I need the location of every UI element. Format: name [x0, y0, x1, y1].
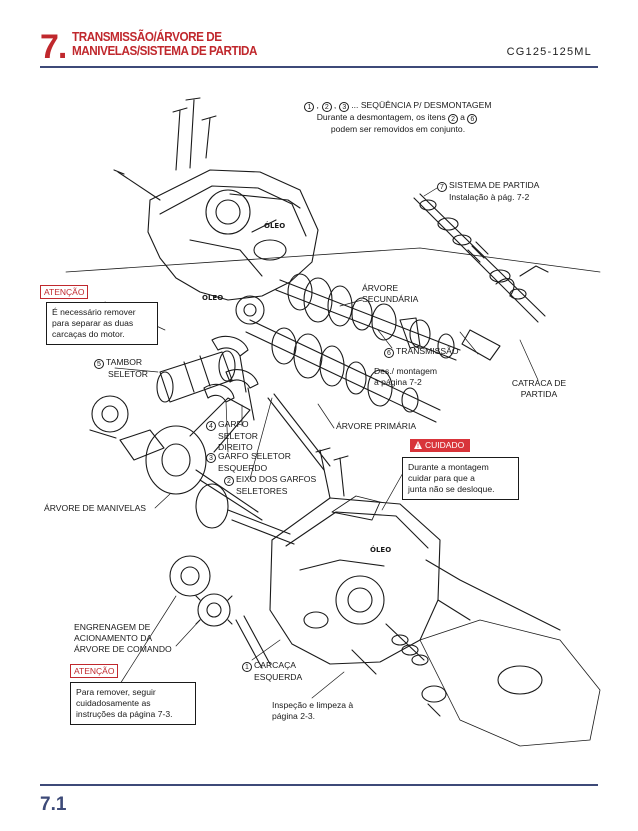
circled-6: 6 — [384, 348, 394, 358]
caution-box: Durante a montagem cuidar para que a jun… — [402, 457, 519, 500]
label-secondary-shaft: ÁRVORE SECUNDÁRIA — [362, 283, 418, 305]
ratchet-line1: CATRACA DE — [511, 378, 567, 388]
transmission-gears — [235, 273, 461, 423]
circled-2b: 2 — [224, 476, 234, 486]
warning-bottom-line1: Para remover, seguir — [76, 687, 156, 697]
fork-left-line1: GARFO SELETOR — [218, 451, 291, 461]
circled-5: 5 — [94, 359, 104, 369]
right-crankcase — [113, 97, 319, 301]
left-crankcase — [269, 447, 561, 665]
fork-shaft-line1: EIXO DOS GARFOS — [236, 474, 317, 484]
sequence-line3: podem ser removidos em conjunto. — [330, 124, 466, 134]
label-primary-shaft: ÁRVORE PRIMÁRIA — [336, 421, 417, 431]
drain-plug — [385, 623, 447, 717]
ratchet-line2: PARTIDA — [520, 389, 558, 399]
warning-triangle-icon — [414, 441, 422, 454]
circled-b: 6 — [467, 114, 478, 124]
circled-3b: 3 — [206, 453, 216, 463]
circled-7: 7 — [437, 182, 447, 192]
warning-tag-bottom: ATENÇÃO — [70, 664, 119, 678]
left-case-line1: CARCAÇA — [254, 660, 297, 670]
fork-right-line3: DIREITO — [218, 442, 253, 452]
sequence-heading: ... SEQÜÊNCIA P/ DESMONTAGEM — [351, 100, 492, 110]
bearing-lower — [169, 555, 211, 597]
warning-top-line3: carcaças do motor. — [52, 329, 125, 339]
oil-mark-3: ÓLEO — [370, 545, 391, 554]
warning-top-line2: para separar as duas — [52, 318, 134, 328]
caution-tag-text: CUIDADO — [425, 440, 465, 450]
warning-bottom-line2: cuidadosamente as — [76, 698, 151, 708]
warning-box-bottom: Para remover, seguir cuidadosamente as i… — [70, 682, 196, 725]
sequence-line2-mid: a — [460, 112, 465, 122]
drive-gear-line2: ACIONAMENTO DA — [74, 633, 153, 643]
caution-line2: cuidar para que a — [408, 473, 475, 483]
chapter-title: TRANSMISSÃO/ÁRVORE DE MANIVELAS/SISTEMA … — [72, 30, 257, 58]
cam-drive-gear — [195, 593, 233, 627]
fork-right-line2: SELETOR — [218, 431, 258, 441]
label-starter-ratchet: CATRACA DE PARTIDA — [504, 378, 574, 400]
label-crankshaft: ÁRVORE DE MANIVELAS — [44, 503, 147, 513]
transmission-text: TRANSMISSÃO — [396, 346, 459, 356]
circled-1: 1 — [304, 102, 315, 112]
footer-rule — [40, 784, 598, 786]
ratchet-piece — [399, 317, 421, 349]
left-case-line2: ESQUERDA — [254, 672, 303, 682]
drive-gear-line1: ENGRENAGEM DE — [74, 622, 151, 632]
fork-shaft-line2: SELETORES — [236, 486, 288, 496]
circled-2: 2 — [321, 102, 332, 112]
gasket — [331, 495, 381, 521]
secondary-line1: ÁRVORE — [362, 283, 399, 293]
drive-gear-line3: ÁRVORE DE COMANDO — [74, 644, 172, 654]
drum-line2: SELETOR — [108, 369, 148, 379]
starter-line1: SISTEMA DE PARTIDA — [449, 180, 540, 190]
starter-line2: Instalação à pág. 7-2 — [449, 192, 530, 202]
circled-1b: 1 — [242, 662, 252, 672]
chapter-title-line1: TRANSMISSÃO/ÁRVORE DE — [72, 29, 222, 44]
chapter-number: 7. — [40, 28, 67, 66]
drum-line1: TAMBOR — [106, 357, 143, 367]
warning-box-top: É necessário remover para separar as dua… — [46, 302, 158, 345]
gasket-line — [65, 247, 601, 273]
chapter-title-line2: MANIVELAS/SISTEMA DE PARTIDA — [72, 43, 258, 58]
circled-4: 4 — [206, 421, 216, 431]
sequence-note: 1,2,3... SEQÜÊNCIA P/ DESMONTAGEM Durant… — [288, 100, 508, 135]
page-number: 7.1 — [40, 794, 67, 815]
caution-line3: junta não se desloque. — [408, 484, 495, 494]
oil-mark-2: ÓLEO — [202, 293, 223, 302]
circled-a: 2 — [448, 114, 459, 124]
warning-tag-top: ATENÇÃO — [40, 285, 89, 299]
transmission-note1: Des./ montagem — [374, 366, 438, 376]
cover-outline — [419, 619, 601, 747]
secondary-line2: SECUNDÁRIA — [362, 294, 419, 304]
circled-3: 3 — [339, 102, 350, 112]
inspection-line1: Inspeção e limpeza à — [272, 700, 354, 710]
shift-drum — [156, 350, 236, 403]
warning-top-line1: É necessário remover — [52, 307, 136, 317]
oil-mark-1: ÓLEO — [264, 221, 285, 230]
label-cam-drive-gear: ENGRENAGEM DE ACIONAMENTO DA ÁRVORE DE C… — [74, 622, 172, 655]
caution-tag: CUIDADO — [410, 439, 471, 454]
starter-shaft — [413, 193, 549, 323]
shift-forks — [203, 335, 259, 421]
label-transmission-note: Des./ montagem à página 7-2 — [374, 366, 437, 388]
label-inspection: Inspeção e limpeza à página 2-3. — [272, 700, 353, 722]
header-rule — [40, 66, 598, 68]
caution-line1: Durante a montagem — [408, 462, 489, 472]
inspection-line2: página 2-3. — [272, 711, 316, 721]
model-name: CG125-125ML — [506, 46, 592, 58]
bearing — [91, 395, 129, 433]
fork-left-line2: ESQUERDO — [218, 463, 268, 473]
fork-right-line1: GARFO — [218, 419, 249, 429]
sequence-line2: Durante a desmontagem, os itens — [316, 112, 446, 122]
warning-bottom-line3: instruções da página 7-3. — [76, 709, 173, 719]
transmission-note2: à página 7-2 — [374, 377, 422, 387]
